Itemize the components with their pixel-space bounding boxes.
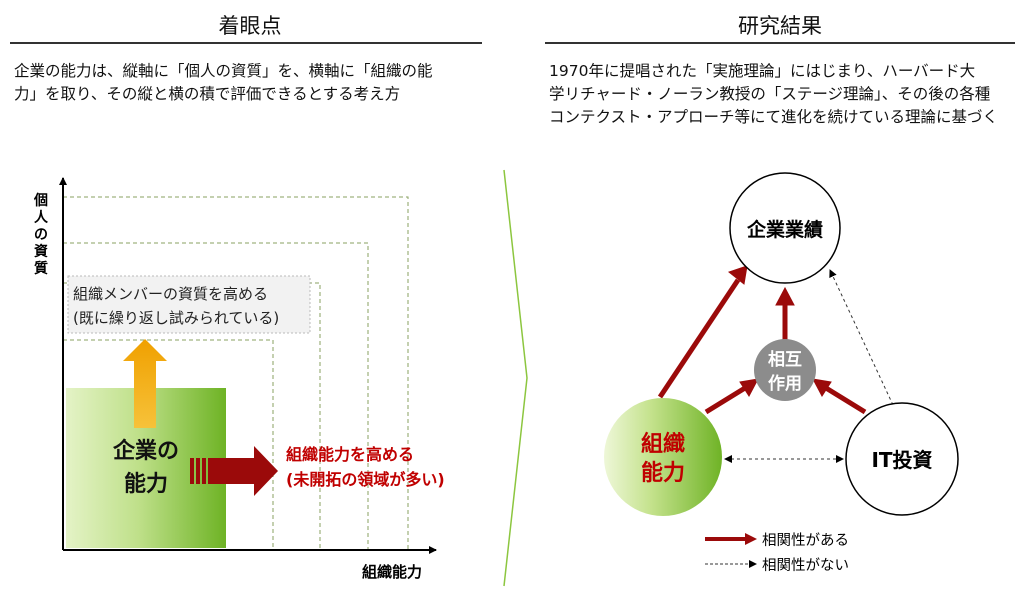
y-axis-label: 個 人 の 資 質 (33, 192, 49, 277)
org-capability-node-label-2: 能力 (641, 460, 685, 486)
interaction-node-label-2: 作用 (768, 373, 802, 394)
left-heading: 着眼点 (218, 14, 282, 38)
org-to-interaction-head (739, 378, 759, 397)
enterprise-capability-label-2: 能力 (124, 471, 168, 497)
left-heading-rule (10, 42, 482, 44)
it-investment-node (845, 402, 959, 516)
y-axis-label-char-3: の (34, 227, 48, 243)
vertical-note-line-2: (既に繰り返し試みられている) (73, 309, 279, 327)
y-axis-label-char-2: 人 (34, 209, 49, 226)
right-description-line-3: コンテクスト・アプローチ等にて進化を続けている理論に基づく (549, 108, 999, 126)
performance-node (729, 172, 841, 284)
x-axis-label: 組織能力 (362, 563, 422, 581)
org-capability-node-label-1: 組織 (641, 431, 685, 457)
right-heading-rule (545, 42, 1015, 44)
horizontal-note-line-1: 組織能力を高める (286, 445, 414, 464)
left-description-line-2: 力」を取り、その縦と横の積で評価できるとする考え方 (14, 85, 401, 103)
vertical-note-line-1: 組織メンバーの資質を高める (73, 285, 268, 303)
increase-individual-quality-arrow (123, 339, 167, 428)
legend: 相関性がある 相関性がない (705, 532, 849, 574)
interaction-to-performance-head (775, 286, 795, 306)
increase-org-capability-arrow (190, 446, 278, 496)
enterprise-capability-label-1: 企業の (112, 438, 179, 464)
legend-correlated-label: 相関性がある (762, 532, 849, 549)
interaction-node-label-1: 相互 (768, 349, 802, 370)
interaction-node (754, 339, 816, 401)
it-investment-node-label: IT投資 (871, 448, 932, 472)
right-description-line-2: 学リチャード・ノーラン教授の「ステージ理論」、その後の各種 (549, 85, 991, 103)
org-to-interaction-line (704, 385, 747, 415)
it-to-performance-dashed-arrow (829, 269, 894, 406)
left-description: 企業の能力は、縦軸に「個人の資質」を、横軸に「組織の能 力」を取り、その縦と横の… (14, 60, 433, 106)
vertical-note-box (67, 275, 311, 334)
panel-divider-chevron (503, 169, 528, 587)
y-axis-label-char-4: 資 (34, 243, 48, 260)
it-to-interaction-head (812, 378, 832, 397)
legend-not-correlated-label: 相関性がない (762, 557, 849, 574)
right-heading: 研究結果 (738, 14, 822, 38)
y-axis-label-char-5: 質 (34, 260, 48, 277)
legend-correlated-arrowhead (745, 533, 757, 545)
right-description: 1970年に提唱された「実施理論」にはじまり、ハーバード大 学リチャード・ノーラ… (549, 60, 998, 129)
right-description-line-1: 1970年に提唱された「実施理論」にはじまり、ハーバード大 (549, 62, 976, 80)
y-axis-label-char-1: 個 (33, 192, 48, 209)
arrow-stripe-2 (196, 458, 200, 484)
arrow-stripe-1 (190, 458, 194, 484)
arrow-body (208, 446, 278, 496)
org-to-performance-head (727, 265, 748, 285)
legend-not-correlated-arrowhead (749, 560, 757, 568)
horizontal-note-line-2: (未開拓の領域が多い) (286, 470, 445, 489)
performance-node-label: 企業業績 (746, 218, 823, 241)
left-description-line-1: 企業の能力は、縦軸に「個人の資質」を、横軸に「組織の能 (14, 62, 433, 80)
it-to-interaction-line (824, 385, 867, 415)
correlation-arrows (657, 265, 867, 415)
org-to-performance-line (657, 278, 741, 399)
arrow-stripe-3 (202, 458, 206, 484)
org-capability-node (604, 398, 722, 516)
